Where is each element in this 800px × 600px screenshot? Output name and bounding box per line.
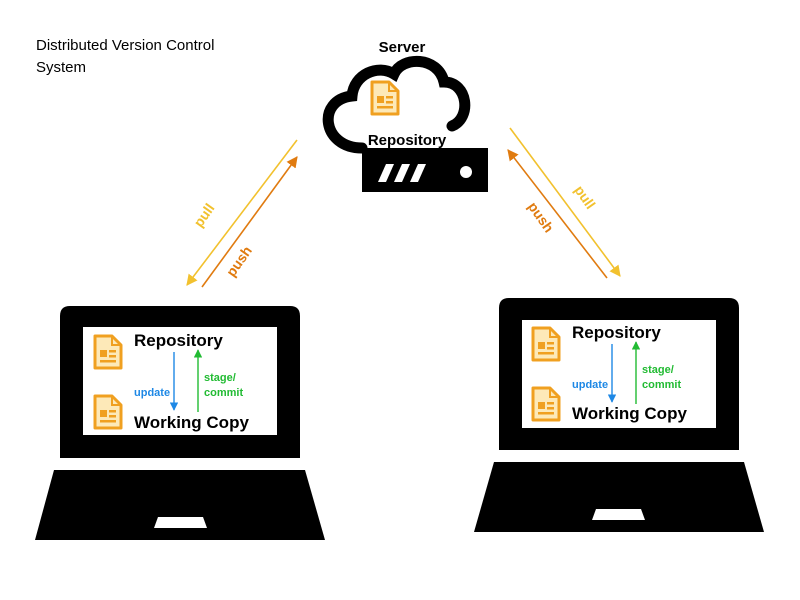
push-label-left: push bbox=[223, 243, 255, 280]
stage-label: stage/ bbox=[642, 364, 674, 376]
laptop-repo-label: Repository bbox=[572, 323, 661, 342]
update-label: update bbox=[572, 379, 608, 391]
pull-arrow-right bbox=[509, 127, 621, 277]
laptop-icon bbox=[474, 298, 764, 532]
server-label: Server bbox=[379, 39, 426, 56]
push-label-right: push bbox=[525, 199, 557, 236]
document-icon bbox=[370, 80, 400, 116]
push-arrow-right bbox=[507, 149, 608, 279]
laptop-working-doc-icon bbox=[531, 386, 561, 422]
pull-arrow-left bbox=[186, 139, 298, 286]
push-arrow-left bbox=[201, 156, 298, 288]
diagram-title-line-2: System bbox=[36, 59, 86, 76]
laptop-working-label: Working Copy bbox=[572, 404, 687, 423]
cloud-icon bbox=[322, 56, 471, 154]
server-rack-icon bbox=[362, 148, 488, 192]
stage-label: stage/ bbox=[204, 372, 236, 384]
pull-label-right: pull bbox=[571, 182, 598, 212]
laptop-working-label: Working Copy bbox=[134, 413, 249, 432]
laptop-working-doc-icon bbox=[93, 394, 123, 430]
laptop-repo-label: Repository bbox=[134, 331, 223, 350]
laptop-repo-doc-icon bbox=[531, 326, 561, 362]
update-label: update bbox=[134, 387, 170, 399]
pull-label-left: pull bbox=[190, 200, 217, 230]
laptop-repo-doc-icon bbox=[93, 334, 123, 370]
server-repo-label: Repository bbox=[368, 132, 447, 149]
diagram-title-line-1: Distributed Version Control bbox=[36, 37, 214, 54]
commit-label: commit bbox=[642, 379, 681, 391]
commit-label: commit bbox=[204, 387, 243, 399]
